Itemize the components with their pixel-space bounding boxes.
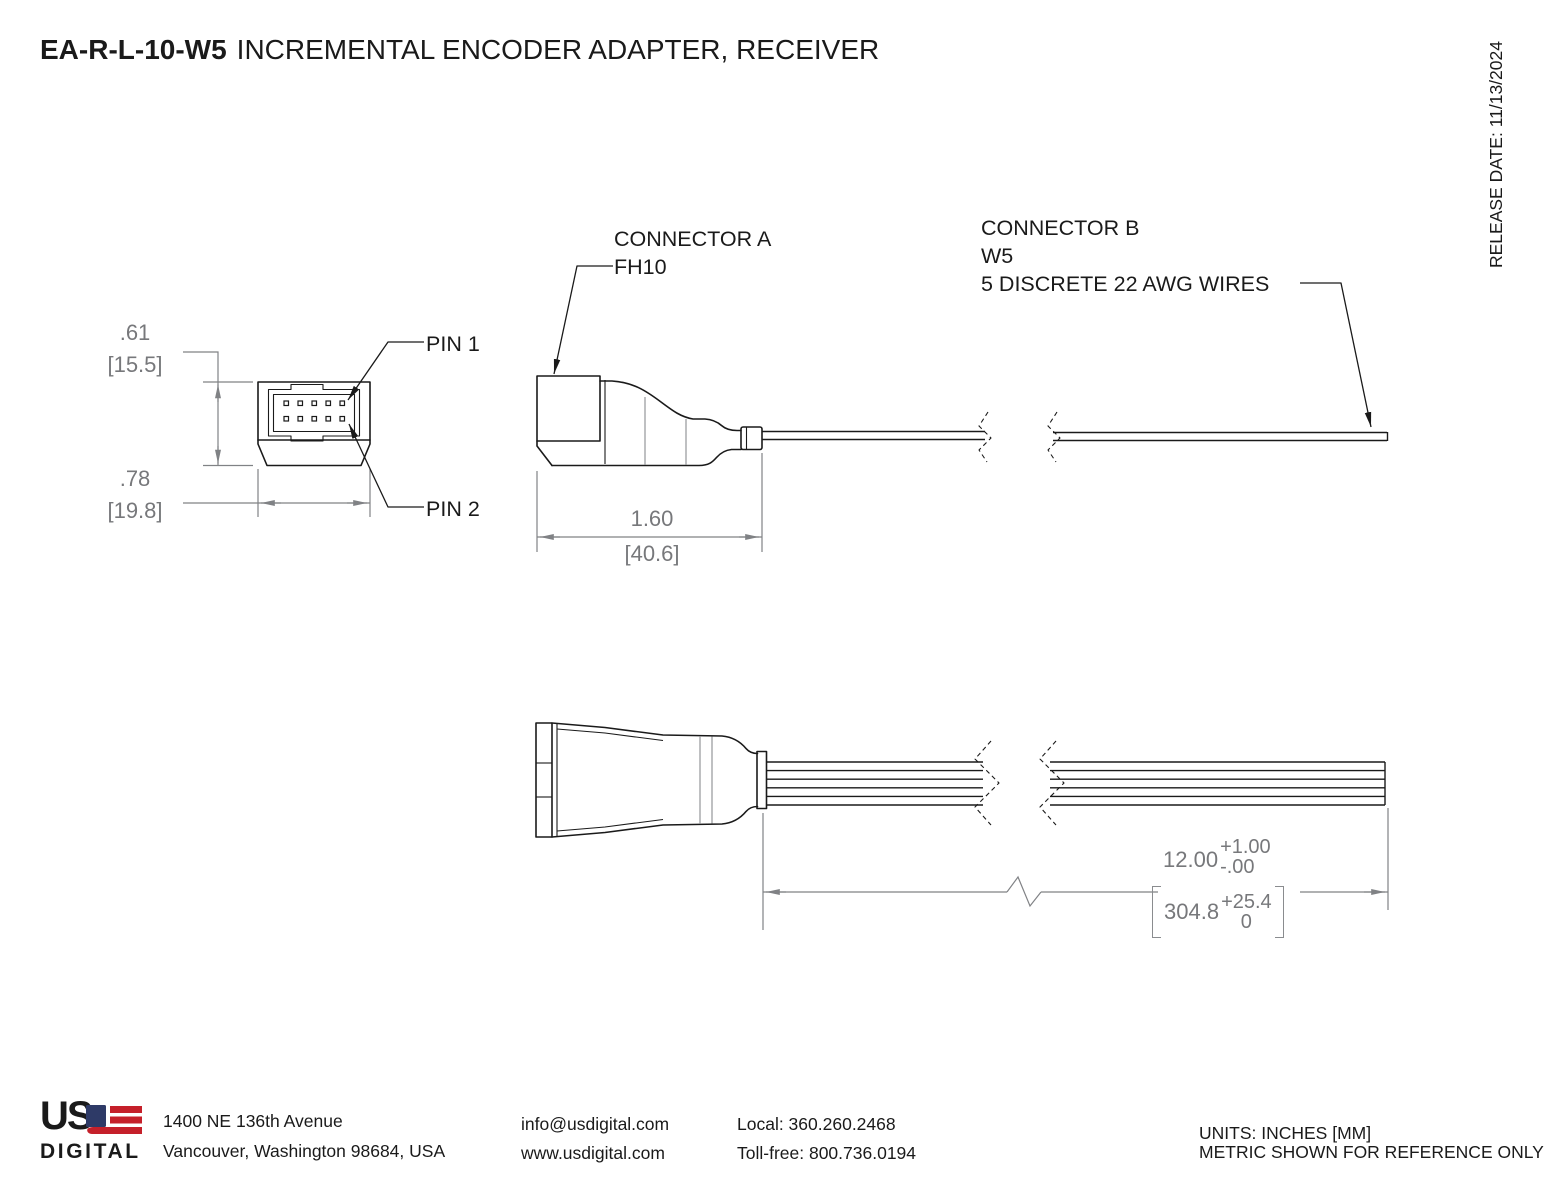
dim-cable-length-inches: 12.00 +1.00 -.00 (1163, 837, 1271, 877)
email-address: info@usdigital.com (521, 1114, 670, 1134)
metric-bracket-left (1152, 886, 1161, 938)
top-view-connector (535, 722, 1386, 838)
dim-cable-length-mm: 304.8 +25.4 0 (1152, 886, 1284, 938)
connector-a-label: CONNECTOR A (614, 227, 772, 251)
contact-online: info@usdigital.com www.usdigital.com (521, 1110, 669, 1168)
dim-height: .61 [15.5] (95, 320, 175, 378)
logo-us-text: US (40, 1094, 94, 1138)
phone-tollfree: Toll-free: 800.736.0194 (737, 1143, 917, 1163)
mm-tolerance-plus: +25.4 (1221, 891, 1272, 913)
front-view-connector (257, 381, 371, 467)
side-view-dimension (536, 453, 763, 552)
dim-width: .78 [19.8] (95, 466, 175, 524)
part-description: INCREMENTAL ENCODER ADAPTER, RECEIVER (236, 34, 880, 65)
cable-length-value: 12.00 (1163, 847, 1219, 872)
dim-connector-length-mm: [40.6] (624, 541, 680, 566)
cable-length-dimension (762, 808, 1389, 930)
address-line1: 1400 NE 136th Avenue (163, 1111, 343, 1131)
side-view-connector (536, 375, 1389, 467)
dim-width-mm: [19.8] (107, 498, 163, 523)
callout-pin1: PIN 1 (426, 332, 480, 356)
connector-b-label: CONNECTOR B (981, 216, 1140, 240)
tolerance-minus: -.00 (1220, 856, 1255, 878)
pin-field (283, 400, 346, 422)
dim-height-mm: [15.5] (107, 352, 163, 377)
mm-tolerance-minus: 0 (1240, 911, 1252, 933)
company-address: 1400 NE 136th Avenue Vancouver, Washingt… (163, 1106, 445, 1166)
units-note: UNITS: INCHES [MM] METRIC SHOWN FOR REFE… (1199, 1124, 1544, 1162)
dim-width-inches: .78 (119, 466, 151, 491)
address-line2: Vancouver, Washington 98684, USA (163, 1141, 446, 1161)
phone-local: Local: 360.260.2468 (737, 1114, 896, 1134)
contact-phone: Local: 360.260.2468 Toll-free: 800.736.0… (737, 1110, 916, 1168)
units-line1: UNITS: INCHES [MM] (1199, 1123, 1372, 1143)
front-view-dimensions (183, 351, 371, 517)
drawing-title: EA-R-L-10-W5 INCREMENTAL ENCODER ADAPTER,… (40, 34, 879, 66)
wire-bundle (766, 761, 1386, 806)
release-date: RELEASE DATE: 11/13/2024 (1486, 41, 1506, 268)
leader-lines (347, 265, 1372, 508)
callout-connector-b: CONNECTOR B W5 5 DISCRETE 22 AWG WIRES (981, 214, 1269, 298)
dim-height-inches: .61 (119, 320, 151, 345)
metric-bracket-right (1274, 886, 1284, 938)
connector-b-type: W5 (981, 244, 1014, 268)
logo-digital-text: DIGITAL (40, 1140, 141, 1163)
callout-connector-a: CONNECTOR A FH10 (614, 225, 771, 281)
website-url: www.usdigital.com (521, 1143, 665, 1163)
tolerance-plus: +1.00 (1220, 836, 1271, 858)
callout-pin2: PIN 2 (426, 497, 480, 521)
dim-connector-length-inches: 1.60 (630, 506, 674, 531)
units-line2: METRIC SHOWN FOR REFERENCE ONLY (1199, 1142, 1544, 1162)
part-number: EA-R-L-10-W5 (40, 34, 227, 65)
cable-length-tolerance: +1.00 -.00 (1220, 837, 1271, 877)
cable-length-mm-value: 304.8 (1164, 899, 1220, 924)
cable-length-mm-tolerance: +25.4 0 (1221, 892, 1272, 932)
us-flag-icon (86, 1105, 142, 1134)
connector-a-type: FH10 (614, 255, 667, 279)
connector-b-wires: 5 DISCRETE 22 AWG WIRES (981, 272, 1270, 296)
